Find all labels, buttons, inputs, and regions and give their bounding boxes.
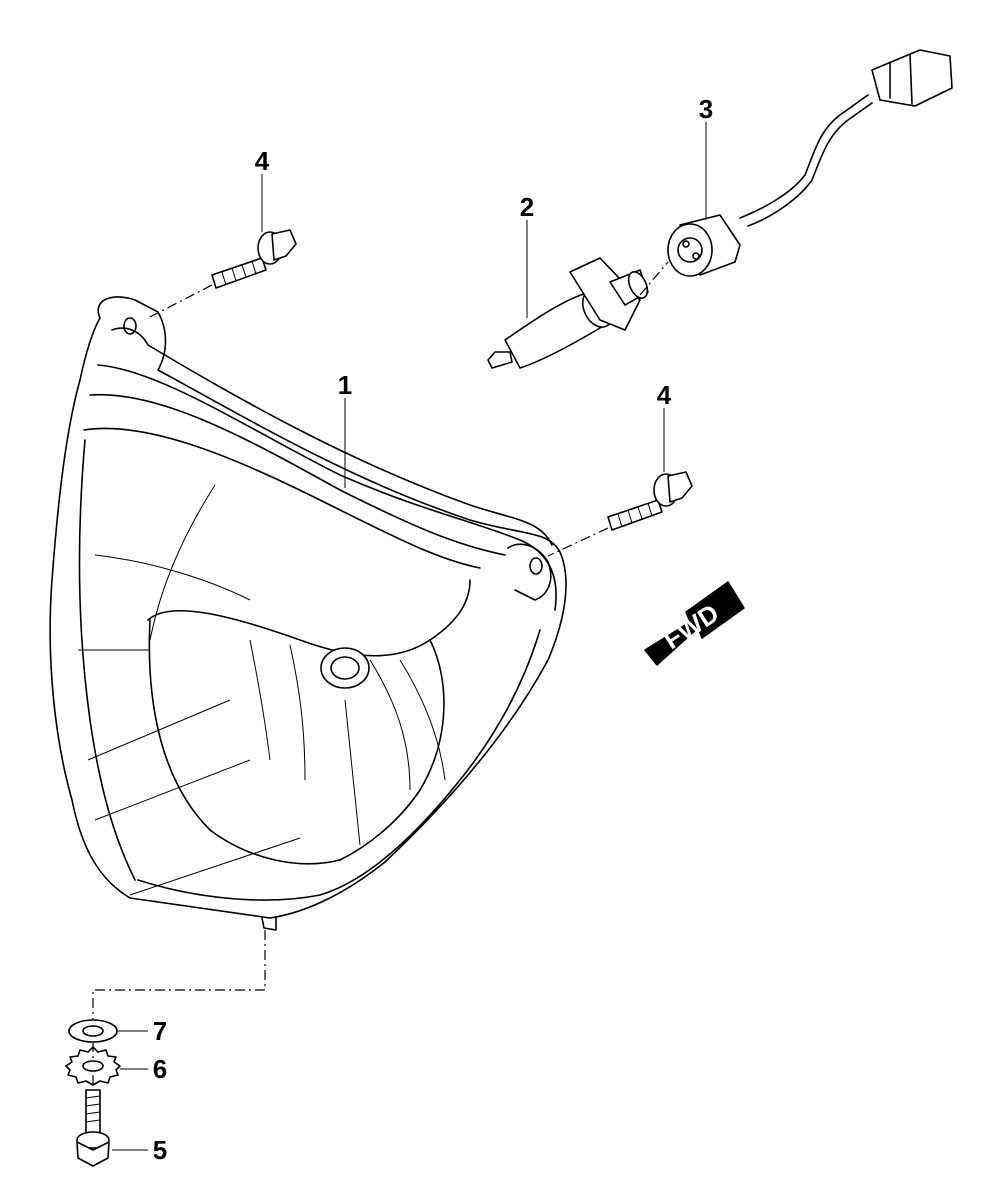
callout-4-upper: 4 xyxy=(255,146,270,176)
washer-part xyxy=(68,1019,118,1043)
callout-6: 6 xyxy=(153,1054,167,1084)
lock-washer-part xyxy=(65,1046,121,1086)
bulb-part xyxy=(487,257,649,369)
callout-1: 1 xyxy=(338,370,352,400)
callout-7: 7 xyxy=(153,1016,167,1046)
bolt-part xyxy=(76,1089,110,1167)
callout-3: 3 xyxy=(699,94,713,124)
callout-4-right: 4 xyxy=(657,380,672,410)
screw-right xyxy=(607,471,693,531)
socket-harness-part xyxy=(667,49,953,277)
leader-lines xyxy=(112,122,707,1151)
callout-2: 2 xyxy=(520,192,534,222)
assembly-lines xyxy=(92,261,669,1088)
fwd-arrow: FWD xyxy=(644,581,745,666)
headlight-assembly xyxy=(49,296,567,931)
callout-5: 5 xyxy=(153,1135,167,1165)
screw-upper xyxy=(211,229,297,289)
